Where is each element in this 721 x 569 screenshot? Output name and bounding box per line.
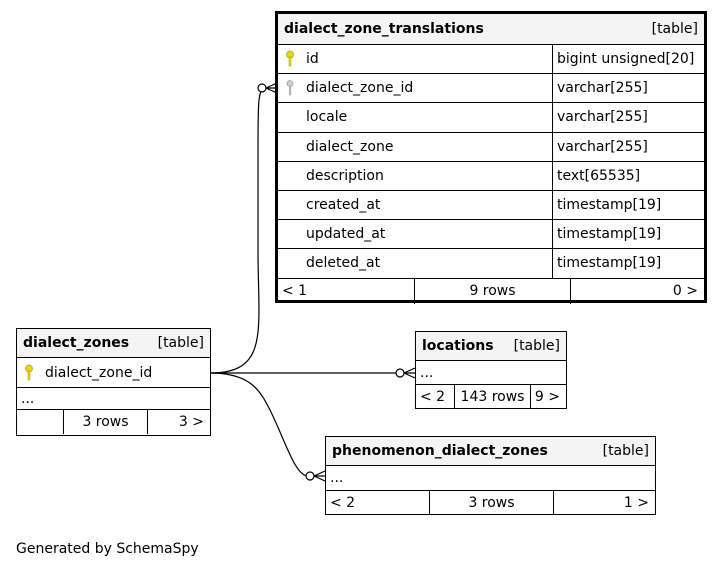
column-name: dialect_zone_id <box>45 364 153 381</box>
footer-parents[interactable]: < 2 <box>420 388 446 405</box>
more-columns: ... <box>416 361 566 385</box>
crows-foot-locations <box>395 367 416 379</box>
table-locations[interactable]: locations [table] ... < 2 143 rows 9 > <box>415 331 567 409</box>
table-footer: 3 rows 3 > <box>17 410 210 434</box>
footer-children[interactable]: 3 > <box>147 410 210 434</box>
generated-by-note: Generated by SchemaSpy <box>16 541 199 557</box>
table-header: dialect_zones [table] <box>17 329 210 358</box>
column-row[interactable]: dialect_zone varchar[255] <box>278 132 704 162</box>
crows-foot-translations <box>257 82 278 94</box>
column-type: varchar[255] <box>552 74 704 103</box>
table-kind: [table] <box>513 338 560 354</box>
column-type: timestamp[19] <box>552 190 704 220</box>
table-kind: [table] <box>157 335 204 351</box>
column-type: varchar[255] <box>552 103 704 132</box>
table-name: phenomenon_dialect_zones <box>332 443 548 459</box>
footer-children[interactable]: 9 > <box>530 385 566 408</box>
table-header: phenomenon_dialect_zones [table] <box>326 437 655 466</box>
column-row[interactable]: updated_at timestamp[19] <box>278 220 704 250</box>
column-name: dialect_zone_id <box>306 80 414 97</box>
crows-foot-phenomenon <box>305 470 326 482</box>
column-row[interactable]: id bigint unsigned[20] <box>278 45 704 75</box>
column-row[interactable]: dialect_zone_id <box>17 358 210 388</box>
foreign-key-icon <box>284 79 296 97</box>
table-footer: < 1 9 rows 0 > <box>278 278 704 304</box>
footer-row-count: 9 rows <box>414 278 570 304</box>
column-row[interactable]: description text[65535] <box>278 161 704 191</box>
more-columns: ... <box>326 466 655 491</box>
column-row[interactable]: dialect_zone_id varchar[255] <box>278 74 704 104</box>
column-type: bigint unsigned[20] <box>552 45 704 74</box>
primary-key-icon <box>23 364 35 382</box>
table-dialect-zone-translations[interactable]: dialect_zone_translations [table] id bigi… <box>275 11 707 304</box>
rel-line-phenomenon <box>209 372 309 477</box>
table-kind: [table] <box>602 443 649 459</box>
column-name: id <box>306 51 319 68</box>
column-name: locale <box>306 109 348 126</box>
table-footer: < 2 3 rows 1 > <box>326 491 655 514</box>
footer-row-count: 3 rows <box>63 410 147 434</box>
column-name: created_at <box>306 197 381 214</box>
column-type: timestamp[19] <box>552 220 704 249</box>
footer-row-count: 3 rows <box>429 491 553 514</box>
table-phenomenon-dialect-zones[interactable]: phenomenon_dialect_zones [table] ... < 2… <box>325 436 656 515</box>
table-kind: [table] <box>651 21 698 37</box>
table-header: locations [table] <box>416 332 566 361</box>
footer-parents[interactable]: < 2 <box>330 494 356 511</box>
column-name: deleted_at <box>306 255 381 272</box>
footer-parents <box>17 410 63 434</box>
table-footer: < 2 143 rows 9 > <box>416 385 566 408</box>
more-columns: ... <box>17 388 210 410</box>
primary-key-icon <box>284 50 296 68</box>
table-header: dialect_zone_translations [table] <box>278 14 704 45</box>
table-name: dialect_zones <box>23 335 130 351</box>
column-row[interactable]: deleted_at timestamp[19] <box>278 249 704 279</box>
footer-row-count: 143 rows <box>454 385 530 408</box>
column-type: text[65535] <box>552 161 704 190</box>
table-dialect-zones[interactable]: dialect_zones [table] dialect_zone_id ..… <box>16 328 211 436</box>
column-name: updated_at <box>306 226 386 243</box>
footer-children[interactable]: 1 > <box>553 491 655 514</box>
column-row[interactable]: locale varchar[255] <box>278 103 704 133</box>
column-name: dialect_zone <box>306 138 394 155</box>
footer-children[interactable]: 0 > <box>570 278 704 304</box>
footer-parents[interactable]: < 1 <box>282 283 308 299</box>
table-name: dialect_zone_translations <box>284 21 484 37</box>
table-name: locations <box>422 338 494 354</box>
column-type: timestamp[19] <box>552 249 704 278</box>
column-type: varchar[255] <box>552 132 704 161</box>
column-row[interactable]: created_at timestamp[19] <box>278 190 704 221</box>
column-name: description <box>306 167 384 184</box>
rel-line-translations <box>209 87 267 374</box>
